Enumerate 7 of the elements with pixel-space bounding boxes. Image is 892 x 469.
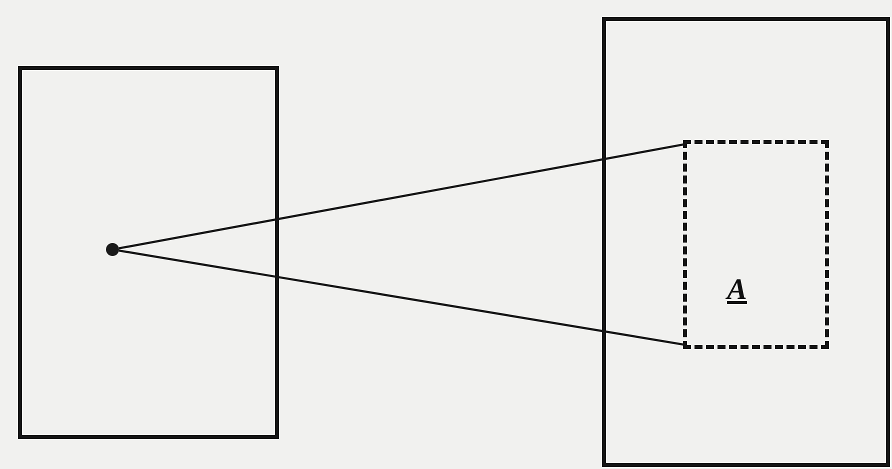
line — [118, 249, 686, 346]
dashed-square — [683, 140, 829, 349]
rectangle-frame — [18, 66, 279, 439]
rectangle-frame — [602, 17, 890, 467]
letter-label: A — [727, 274, 748, 306]
line — [118, 143, 686, 250]
point-dot — [106, 243, 119, 256]
